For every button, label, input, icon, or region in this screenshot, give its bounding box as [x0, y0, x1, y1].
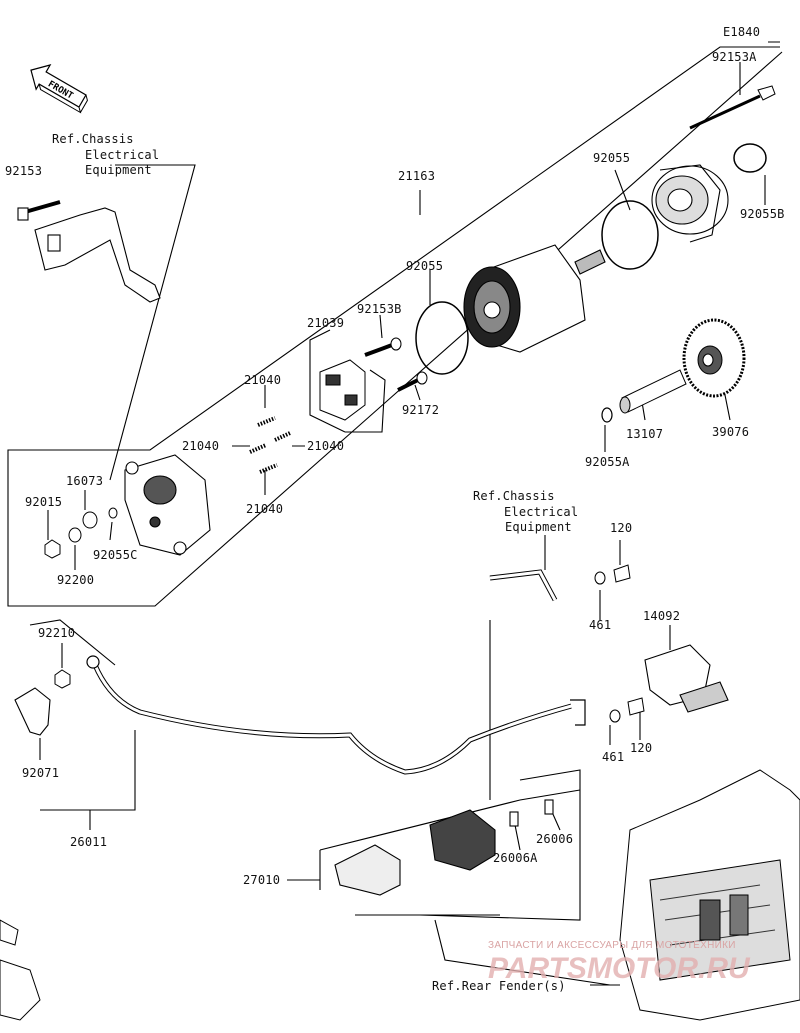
part-label-92210: 92210 [38, 626, 76, 640]
rear-cover-16073 [124, 454, 211, 556]
part-label-16073: 16073 [66, 474, 104, 488]
screw-92153B [364, 337, 402, 357]
part-label-461-top: 461 [589, 618, 612, 632]
part-label-120-bot: 120 [630, 741, 653, 755]
part-label-92055A: 92055A [585, 455, 630, 469]
bolt-120-top [613, 564, 631, 583]
nut-92210 [54, 669, 71, 689]
lead-chassis-mid [489, 569, 558, 602]
leader-92055C [109, 521, 113, 541]
part-label-27010: 27010 [243, 873, 281, 887]
ref-chassis-top-2: Electrical [85, 148, 160, 162]
watermark-logo-text: PARTSMOTOR.RU [488, 952, 750, 985]
relay-group-frame [319, 789, 611, 986]
bottom-left-part [0, 919, 41, 1021]
part-label-21040-c: 21040 [307, 439, 345, 453]
oring-92055A [601, 407, 613, 423]
bolt-92153A [689, 85, 776, 130]
ref-rear-fender: Ref.Rear Fender(s) [432, 979, 566, 993]
cable-26011 [86, 655, 586, 775]
starter-motor-body [463, 244, 606, 353]
front-arrow-icon: FRONT [30, 64, 88, 114]
watermark-tagline: ЗАПЧАСТИ И АКСЕССУАРЫ ДЛЯ МОТОТЕХНИКИ [488, 940, 736, 951]
washer-92055C [108, 507, 118, 519]
part-label-92055C: 92055C [93, 548, 138, 562]
bolt-120-bot [627, 697, 645, 716]
shaft-13107 [619, 369, 687, 414]
springs-21040 [249, 416, 291, 474]
part-label-92153A: 92153A [712, 50, 757, 64]
ref-chassis-mid-3: Equipment [505, 520, 572, 534]
part-label-21040-b: 21040 [182, 439, 220, 453]
nut-92015 [44, 539, 61, 559]
part-label-21039: 21039 [307, 316, 345, 330]
cover-14092 [644, 644, 729, 713]
rear-fender-frame [619, 769, 800, 1021]
starter-end-cover [651, 164, 729, 243]
washer-461-bot [609, 709, 621, 723]
part-label-39076: 39076 [712, 425, 750, 439]
boot-92071 [14, 687, 51, 736]
part-label-92055-top: 92055 [593, 151, 631, 165]
part-label-14092: 14092 [643, 609, 681, 623]
ref-chassis-mid-1: Ref.Chassis [473, 489, 555, 503]
ref-chassis-top-3: Equipment [85, 163, 152, 177]
part-label-92071: 92071 [22, 766, 60, 780]
part-label-92055B: 92055B [740, 207, 785, 221]
part-label-92055-mid: 92055 [406, 259, 444, 273]
part-label-13107: 13107 [626, 427, 664, 441]
leader-92055-top [614, 169, 631, 211]
leader-21039 [309, 329, 386, 433]
part-label-26011: 26011 [70, 835, 108, 849]
leader-21040 [232, 385, 305, 495]
part-label-21040-a: 21040 [244, 373, 282, 387]
part-label-92172: 92172 [402, 403, 440, 417]
part-label-92153: 92153 [5, 164, 43, 178]
leader-26006 [551, 811, 561, 831]
brush-holder-21039 [319, 359, 366, 421]
oring-92055-mid [415, 301, 469, 375]
gear-39076 [682, 318, 746, 398]
part-label-92153B: 92153B [357, 302, 402, 316]
washer-92200 [82, 511, 98, 529]
part-label-26006A: 26006A [493, 851, 538, 865]
leader-92172 [414, 384, 421, 401]
leader-26006A [514, 824, 521, 851]
diagram-code: E1840 [723, 25, 761, 39]
cable-bracket [29, 619, 136, 830]
relay-27010 [334, 799, 554, 896]
leader-39076 [724, 394, 731, 421]
part-label-120-top: 120 [610, 521, 633, 535]
ref-chassis-mid-2: Electrical [504, 505, 579, 519]
chassis-ref-leader [109, 164, 196, 481]
bracket-upper-left [17, 200, 161, 303]
starter-group-frame [7, 41, 783, 607]
part-label-92015: 92015 [25, 495, 63, 509]
washer-461-top [594, 571, 606, 585]
part-label-92200: 92200 [57, 573, 95, 587]
part-label-461-bot: 461 [602, 750, 625, 764]
ref-chassis-top-1: Ref.Chassis [52, 132, 134, 146]
leader-92153B [379, 314, 383, 339]
oring-92055-top [601, 200, 659, 270]
part-label-21040-d: 21040 [246, 502, 284, 516]
part-label-26006: 26006 [536, 832, 574, 846]
oring-92055B [733, 143, 767, 173]
washer-92200b [68, 527, 82, 543]
screw-92172 [397, 371, 428, 392]
part-label-21163: 21163 [398, 169, 436, 183]
cable-bracket-right [419, 620, 581, 921]
